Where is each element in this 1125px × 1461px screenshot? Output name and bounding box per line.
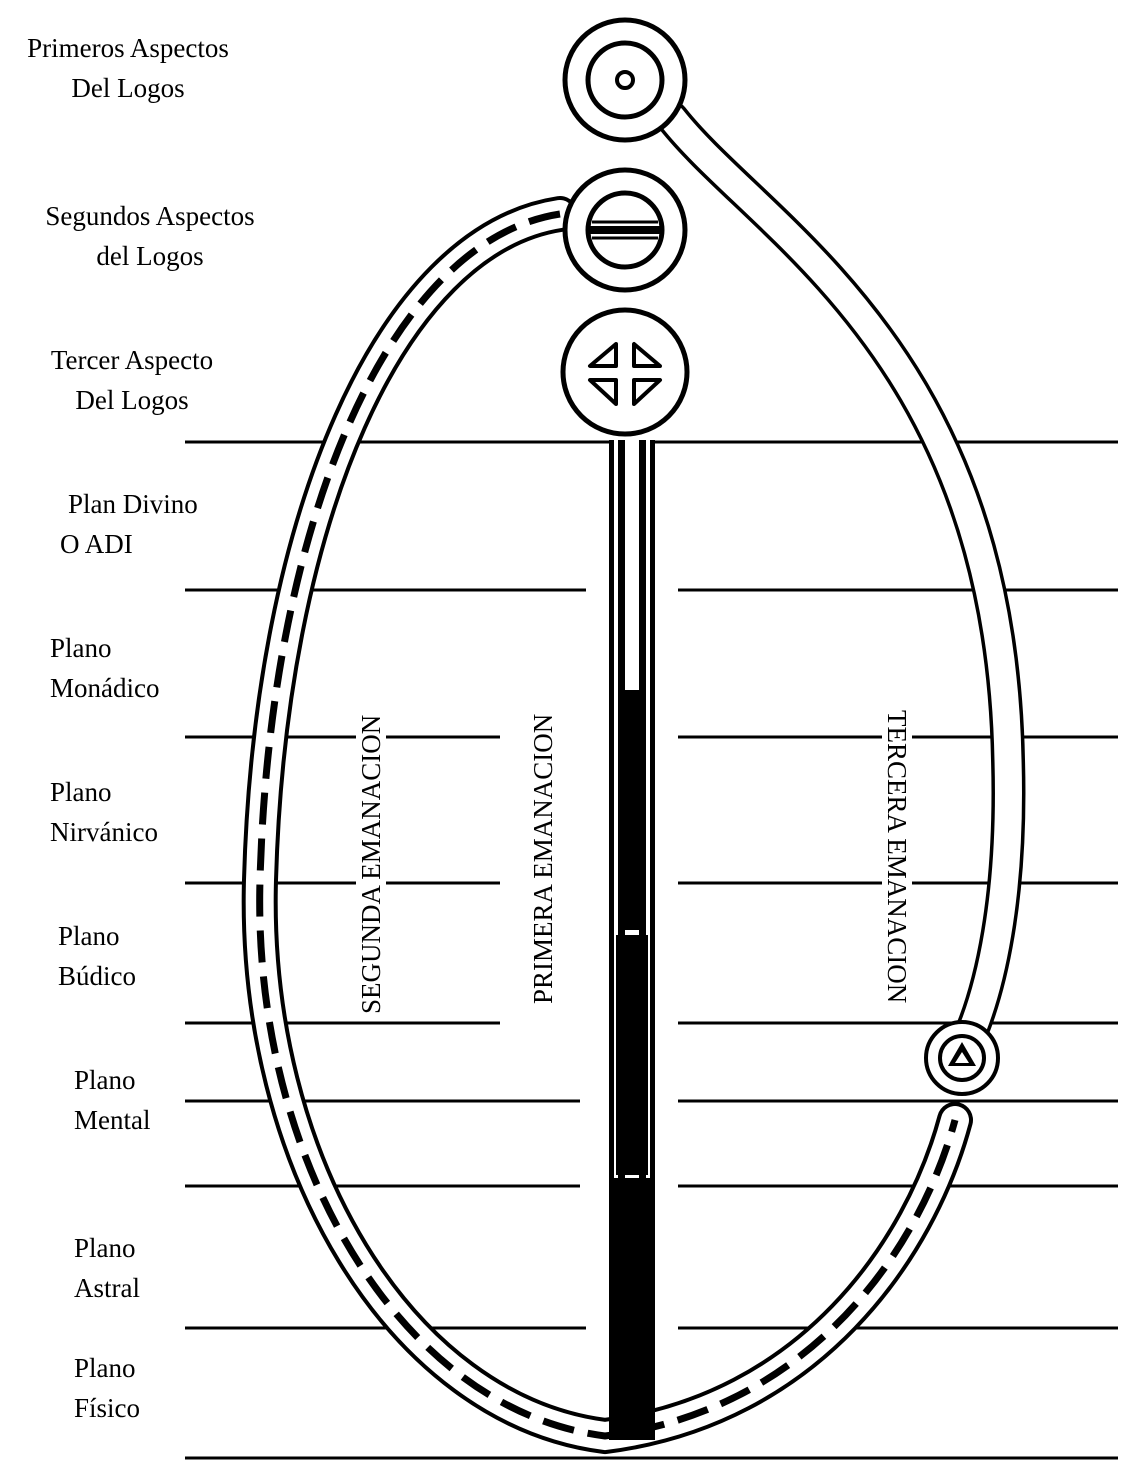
point-icon — [617, 72, 633, 88]
label-plan-divino-line2: O ADI — [60, 524, 198, 564]
second-aspects-circle — [565, 170, 685, 290]
central-shaft — [609, 440, 655, 1440]
shaft-segment-3 — [614, 1178, 650, 1440]
label-plano-mental: Plano Mental — [74, 1060, 150, 1140]
label-plano-nirvanico-line2: Nirvánico — [50, 812, 158, 852]
label-plano-nirvanico: Plano Nirvánico — [50, 772, 158, 852]
label-third-aspect-line2: Del Logos — [34, 380, 230, 420]
label-plano-monadico: Plano Monádico — [50, 628, 159, 708]
label-second-aspects-line2: del Logos — [26, 236, 274, 276]
label-second-aspects-line1: Segundos Aspectos — [26, 196, 274, 236]
third-aspect-circle — [563, 310, 687, 434]
label-third-aspect: Tercer Aspecto Del Logos — [34, 340, 230, 420]
label-plan-divino: Plan Divino O ADI — [60, 484, 198, 564]
label-plano-nirvanico-line1: Plano — [50, 772, 158, 812]
third-emanation-node — [926, 1022, 998, 1094]
label-third-aspect-line1: Tercer Aspecto — [34, 340, 230, 380]
label-plano-budico: Plano Búdico — [58, 916, 136, 996]
label-plano-budico-line2: Búdico — [58, 956, 136, 996]
label-plano-astral-line1: Plano — [74, 1228, 140, 1268]
label-plano-astral-line2: Astral — [74, 1268, 140, 1308]
label-first-aspects-line2: Del Logos — [8, 68, 248, 108]
second-emanation-label: SEGUNDA EMANACION — [356, 711, 386, 1018]
third-emanation-label: TERCERA EMANACION — [882, 706, 912, 1007]
label-first-aspects-line1: Primeros Aspectos — [8, 28, 248, 68]
label-plano-mental-line1: Plano — [74, 1060, 150, 1100]
label-first-aspects: Primeros Aspectos Del Logos — [8, 28, 248, 108]
label-plano-astral: Plano Astral — [74, 1228, 140, 1308]
first-emanation-label: PRIMERA EMANACION — [528, 710, 558, 1008]
first-aspects-circle — [565, 20, 685, 140]
label-plano-monadico-line1: Plano — [50, 628, 159, 668]
label-plano-fisico-line2: Físico — [74, 1388, 140, 1428]
label-plano-monadico-line2: Monádico — [50, 668, 159, 708]
label-plano-fisico-line1: Plano — [74, 1348, 140, 1388]
right-arc-band — [672, 118, 1008, 1040]
label-plano-mental-line2: Mental — [74, 1100, 150, 1140]
shaft-segment-1 — [618, 690, 646, 930]
label-second-aspects: Segundos Aspectos del Logos — [26, 196, 274, 276]
label-plan-divino-line1: Plan Divino — [60, 484, 198, 524]
shaft-segment-2 — [616, 935, 648, 1175]
label-plano-budico-line1: Plano — [58, 916, 136, 956]
label-plano-fisico: Plano Físico — [74, 1348, 140, 1428]
